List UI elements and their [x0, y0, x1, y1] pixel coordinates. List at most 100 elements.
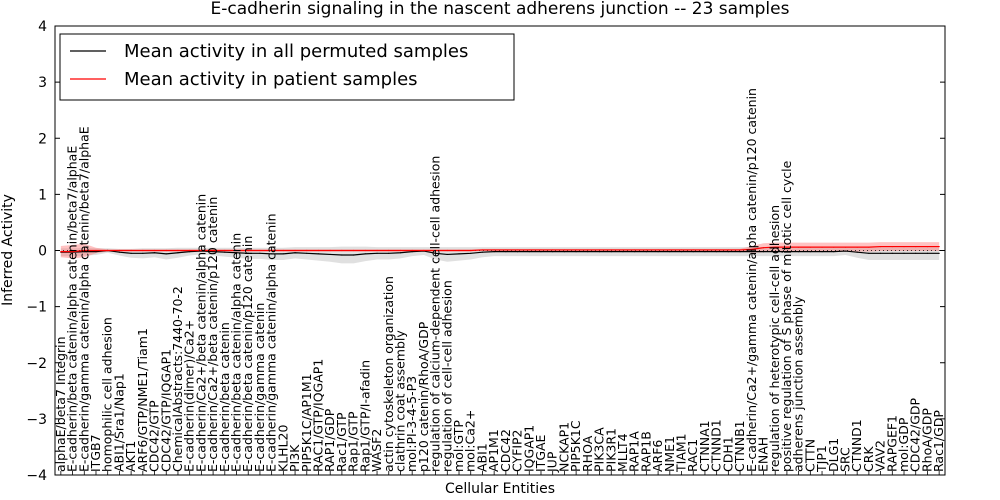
point-series-0-67 [844, 250, 847, 252]
point-series-1-10 [177, 249, 179, 252]
point-series-0-10 [177, 252, 179, 254]
ytick-label-3: −1 [26, 300, 47, 316]
category-label-74: RhoA/GDP [919, 408, 934, 472]
point-series-0-32 [434, 252, 437, 254]
point-series-0-8 [153, 252, 156, 254]
point-series-1-68 [856, 246, 858, 248]
point-series-1-67 [844, 246, 847, 248]
point-series-0-11 [189, 251, 191, 253]
point-series-1-6 [130, 249, 132, 252]
category-label-22: RAC1/GTP/IQGAP1 [310, 359, 325, 472]
point-series-1-7 [142, 249, 144, 252]
category-label-9: CDC42/GTP/IQGAP1 [158, 349, 173, 472]
category-label-53: TIAM1 [674, 433, 689, 473]
legend: Mean activity in all permuted samples Me… [59, 33, 515, 101]
category-label-13: E-cadherin/Ca2+/beta catenin/p120 cateni… [205, 197, 220, 472]
point-series-0-20 [294, 252, 296, 254]
series-line-1 [60, 245, 940, 253]
category-label-63: adherens junction assembly [791, 296, 806, 472]
category-label-68: CTNND1 [849, 419, 864, 472]
point-series-1-37 [493, 249, 495, 251]
y-axis-label: Inferred Activity [0, 194, 16, 306]
point-series-1-42 [552, 249, 554, 251]
point-series-1-63 [798, 246, 800, 248]
point-series-0-66 [833, 251, 835, 253]
point-series-1-1 [71, 251, 74, 253]
category-label-72: mol:GDP [896, 417, 911, 472]
point-series-0-46 [598, 251, 601, 253]
point-series-0-13 [212, 251, 214, 253]
point-series-1-52 [669, 249, 671, 251]
category-label-43: NCKAP1 [556, 422, 571, 472]
point-series-1-13 [212, 249, 214, 252]
point-series-1-48 [622, 249, 624, 251]
point-series-1-0 [60, 251, 62, 253]
point-series-1-69 [868, 246, 870, 248]
point-series-1-4 [107, 249, 109, 252]
category-label-71: RAPGEF1 [884, 415, 899, 472]
point-series-1-15 [235, 249, 238, 252]
category-label-36: ABI1 [474, 443, 489, 472]
point-series-1-58 [739, 249, 741, 251]
point-series-0-55 [704, 251, 706, 253]
category-label-44: PIP5K1C [568, 420, 583, 472]
category-label-39: CYFIP2 [510, 429, 525, 472]
point-series-0-9 [165, 253, 167, 255]
point-series-1-24 [341, 249, 343, 252]
ytick-label-6: 2 [38, 131, 47, 147]
category-label-8: CDC42/GTP [147, 400, 162, 472]
point-series-0-2 [83, 251, 85, 253]
point-series-1-36 [481, 249, 484, 251]
point-series-1-73 [915, 245, 917, 248]
category-label-12: E-cadherin/Ca2+/beta catenin/alpha caten… [193, 194, 208, 472]
point-series-0-62 [786, 251, 788, 253]
point-series-1-27 [376, 249, 378, 252]
point-series-1-31 [423, 249, 425, 252]
point-series-1-34 [458, 249, 460, 252]
category-label-27: WASF2 [369, 429, 384, 472]
point-series-1-26 [364, 249, 366, 252]
point-series-0-50 [645, 251, 647, 253]
category-label-58: CTNNB1 [732, 420, 747, 472]
category-label-5: ABI1/Sra1/Nap1 [111, 373, 126, 472]
category-label-32: regulation of calcium-dependent cell-cel… [428, 156, 443, 472]
point-series-1-51 [657, 249, 659, 251]
point-series-1-56 [716, 249, 718, 251]
category-label-38: CDC42 [498, 429, 513, 472]
point-series-1-46 [598, 249, 601, 251]
ytick-label-1: −3 [26, 412, 47, 428]
point-series-1-50 [645, 249, 647, 251]
point-series-0-36 [481, 251, 484, 253]
category-label-1: E-cadherin/beta catenin/alpha catenin/be… [65, 146, 80, 472]
legend-label-patient: Mean activity in patient samples [124, 69, 418, 90]
point-series-0-38 [505, 251, 507, 253]
point-series-0-69 [868, 252, 870, 254]
legend-box [59, 33, 515, 101]
category-label-57: CDH1 [720, 436, 735, 472]
point-series-0-71 [891, 252, 893, 254]
point-series-1-65 [821, 246, 823, 248]
category-label-49: RAP1A [627, 431, 642, 472]
category-label-47: PIK3R1 [603, 428, 618, 472]
point-series-1-8 [153, 249, 156, 252]
point-series-0-33 [446, 253, 448, 256]
category-label-51: ARF6 [650, 440, 665, 472]
category-label-2: E-cadherin/gamma catenin/alpha catenin/b… [76, 126, 91, 472]
category-label-55: CTNNA1 [697, 420, 712, 472]
point-series-1-72 [903, 245, 905, 248]
point-series-0-49 [634, 251, 636, 253]
ytick-label-2: −2 [26, 356, 47, 372]
point-series-0-25 [353, 254, 355, 256]
point-series-1-60 [762, 247, 765, 249]
point-series-1-57 [727, 249, 729, 251]
point-series-0-44 [575, 251, 577, 253]
point-series-0-14 [224, 251, 226, 253]
point-series-1-11 [189, 249, 191, 252]
point-series-0-43 [563, 251, 566, 253]
point-series-0-59 [751, 251, 753, 253]
category-label-40: IQGAP1 [521, 425, 536, 472]
point-series-0-48 [622, 251, 624, 253]
ytick-label-5: 1 [38, 187, 47, 203]
point-series-1-59 [751, 248, 753, 250]
